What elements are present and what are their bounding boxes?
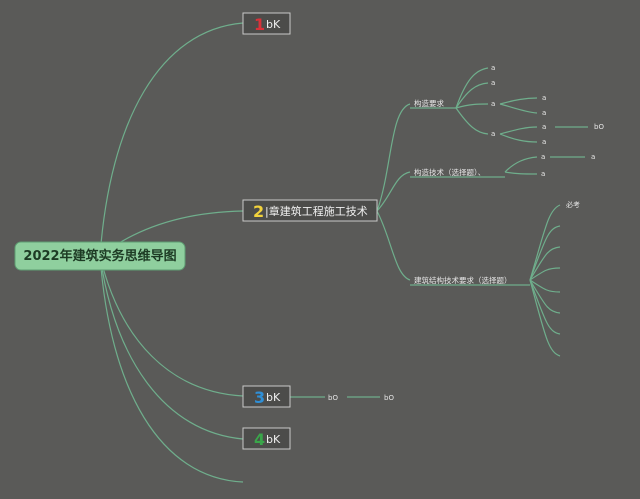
leaf-item[interactable]: a	[542, 109, 546, 117]
topic-node-4[interactable]: 4 bK	[242, 427, 291, 450]
topic-number-3: 3	[254, 388, 265, 407]
leaf-item[interactable]: a	[491, 130, 495, 138]
topic-label-4: bK	[266, 433, 281, 446]
leaf-item[interactable]: a	[541, 170, 545, 178]
leaf-item[interactable]: bO	[594, 123, 604, 131]
leaf-item[interactable]: a	[541, 153, 545, 161]
leaf-item[interactable]: a	[491, 79, 495, 87]
branch-sub3-leaf2	[529, 225, 561, 281]
topic-node-1[interactable]: 1 bK	[242, 12, 291, 35]
topic-node-3[interactable]: 3 bK	[242, 385, 291, 408]
root-node[interactable]: 2022年建筑实务思维导图	[14, 241, 186, 271]
topic-number-4: 4	[254, 430, 265, 449]
branch-sub1-a2	[455, 82, 489, 109]
topic3-child-1[interactable]: bO	[328, 394, 338, 402]
topic-number-1: 1	[254, 15, 265, 34]
branch-sub1-a3-b	[499, 103, 538, 114]
leaf-item[interactable]: a	[542, 123, 546, 131]
branch-sub1-a4	[455, 107, 489, 135]
topic-label-2: |章建筑工程施工技术	[265, 204, 368, 218]
topic-label-3: bK	[266, 391, 281, 404]
leaf-item[interactable]: a	[491, 64, 495, 72]
branch-topic2-sub1	[376, 103, 411, 212]
topic-number-2: 2	[253, 202, 264, 221]
leaf-item[interactable]: a	[591, 153, 595, 161]
branch-sub3-leaf6	[529, 279, 561, 314]
branch-sub1-a3	[455, 103, 489, 109]
branch-root-topic4	[99, 255, 244, 440]
subtopic-gouzao-yaoqiu[interactable]: 构造要求	[414, 98, 444, 108]
branch-sub2-a2	[504, 171, 538, 175]
branch-sub1-a3-a	[499, 97, 538, 105]
subtopic-gouzao-jishu[interactable]: 构造技术（选择题）、	[414, 167, 485, 177]
branch-sub3-leaf4	[529, 267, 561, 281]
branch-root-extra	[99, 255, 244, 483]
topic-node-2[interactable]: 2 |章建筑工程施工技术	[242, 199, 378, 222]
topic3-child-2[interactable]: bO	[384, 394, 394, 402]
branch-sub1-a4-b	[499, 133, 538, 143]
branch-sub3-leaf5	[529, 279, 561, 293]
root-label: 2022年建筑实务思维导图	[23, 248, 176, 264]
branch-sub3-leaf8	[529, 279, 561, 357]
branch-root-topic3	[99, 255, 244, 397]
branch-sub1-a1	[455, 67, 489, 109]
subtopic-jiegou-jishu[interactable]: 建筑结构技术要求（选择题）	[414, 275, 512, 285]
branch-sub3-leaf7	[529, 279, 561, 335]
branch-topic2-sub3	[376, 210, 411, 281]
branch-sub3-leaf3	[529, 246, 561, 281]
branch-sub3-leaf1	[529, 204, 561, 281]
branch-sub2-a1	[504, 156, 538, 173]
topic-label-1: bK	[266, 18, 281, 31]
leaf-item[interactable]: a	[542, 94, 546, 102]
branch-topic2-sub2	[376, 171, 411, 212]
branch-root-topic1	[99, 22, 244, 257]
leaf-item[interactable]: a	[542, 138, 546, 146]
leaf-bikao[interactable]: 必考	[566, 200, 580, 209]
branch-sub1-a4-a	[499, 126, 538, 135]
leaf-item[interactable]: a	[491, 100, 495, 108]
